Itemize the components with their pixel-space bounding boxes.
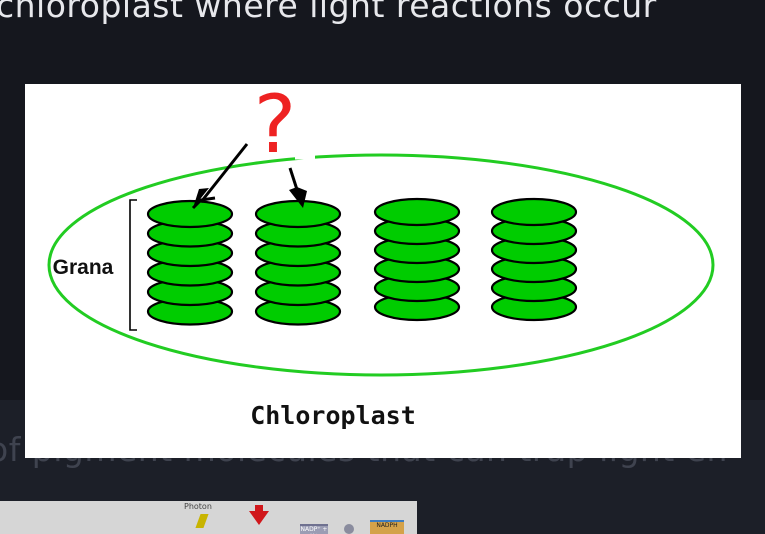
- light-reaction-thumbnail[interactable]: Photon NADP⁺ + H⁺ NADPH: [0, 501, 417, 534]
- thumbnail-arrow-stem: [255, 505, 263, 513]
- thumbnail-nadp-box: NADP⁺ + H⁺: [300, 524, 328, 534]
- grana-stacks: [146, 197, 578, 326]
- lightning-icon: [195, 514, 209, 528]
- granum-stack: [146, 199, 234, 326]
- question-mark: ?: [254, 84, 296, 171]
- grana-label: Grana: [53, 256, 114, 279]
- thumbnail-nadph-box: NADPH: [370, 520, 404, 534]
- chloroplast-membrane: [47, 152, 715, 377]
- thylakoid-disc: [490, 197, 578, 227]
- slide-text-top: chloroplast where light reactions occur: [0, 0, 657, 25]
- thylakoid-disc: [146, 199, 234, 229]
- grana-bracket: [129, 199, 137, 331]
- thumbnail-circle-icon: [344, 524, 354, 534]
- thumbnail-photon-label: Photon: [184, 502, 212, 511]
- granum-stack: [373, 197, 461, 322]
- thylakoid-disc: [254, 199, 342, 229]
- granum-stack: [490, 197, 578, 322]
- thylakoid-disc: [373, 197, 461, 227]
- chloroplast-figure: Grana Chloroplast ?: [25, 84, 741, 458]
- down-arrow-icon: [249, 511, 269, 525]
- membrane-gap: [615, 198, 637, 212]
- granum-stack: [254, 199, 342, 326]
- pointer-arrow-right: [288, 167, 307, 208]
- chloroplast-label: Chloroplast: [250, 401, 416, 430]
- membrane-outline: [47, 153, 715, 377]
- pointer-arrow-left: [191, 143, 249, 210]
- chloroplast-diagram: Grana Chloroplast ?: [47, 84, 715, 430]
